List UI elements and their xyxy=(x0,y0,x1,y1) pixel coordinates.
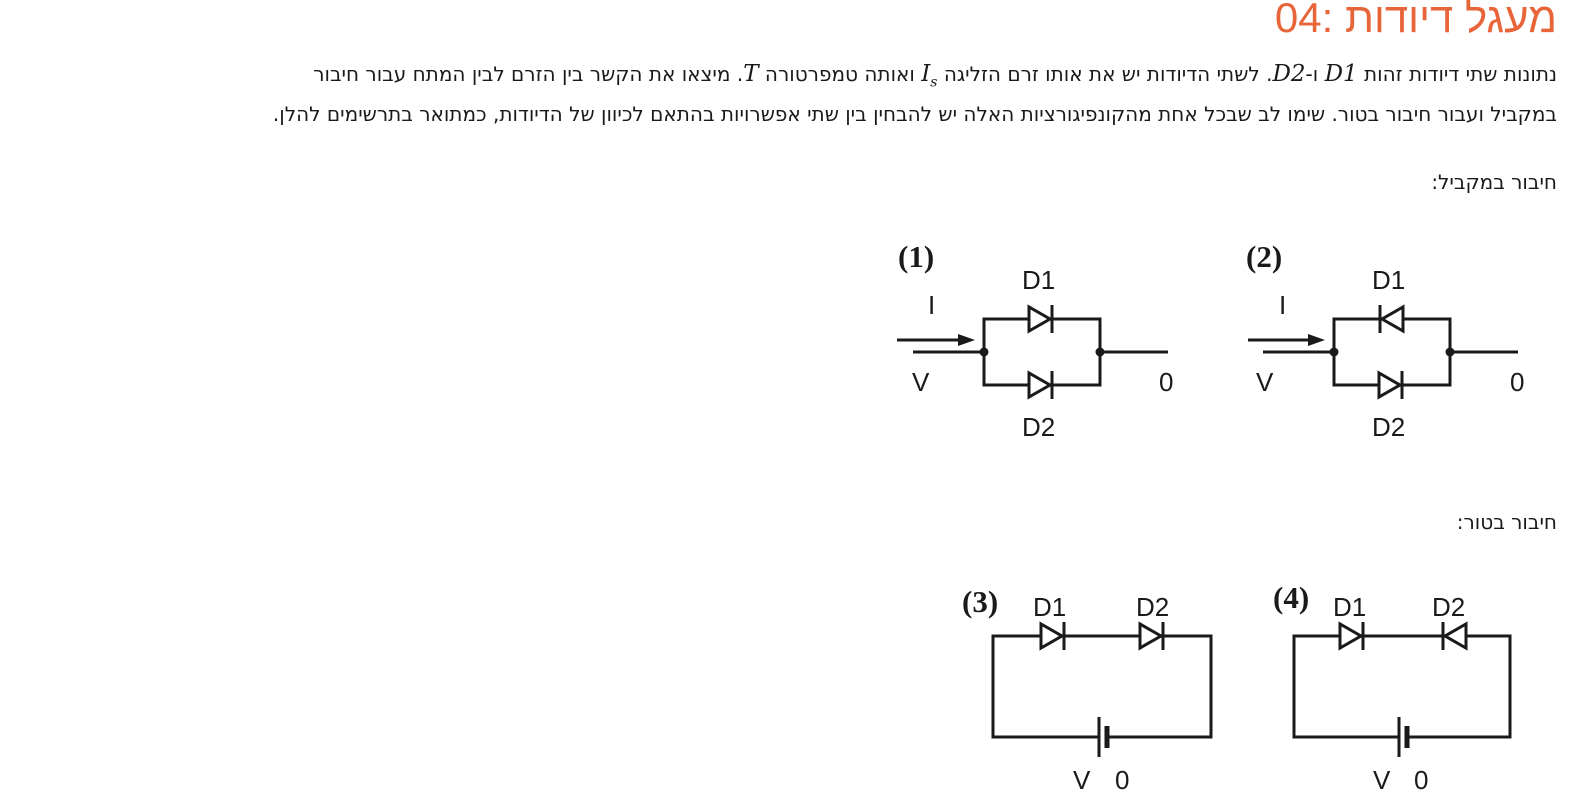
arrow-icon xyxy=(897,334,975,346)
circuit-number: (2) xyxy=(1246,239,1282,274)
diode-label-left: D1 xyxy=(1033,592,1066,622)
diode-icon xyxy=(1039,621,1066,651)
math-is-sub: s xyxy=(930,74,938,91)
text-segment: נתונות שתי דיודות זהות xyxy=(1357,62,1557,86)
diode-reversed-icon xyxy=(1441,621,1468,651)
diode-label-right: D2 xyxy=(1136,592,1169,622)
diode-icon xyxy=(1377,370,1404,400)
ground-label: 0 xyxy=(1159,367,1173,397)
voltage-label: V xyxy=(1256,367,1274,397)
diode-label-bottom: D2 xyxy=(1372,412,1405,442)
ground-label: 0 xyxy=(1115,765,1129,795)
circuit-number: (4) xyxy=(1273,580,1309,615)
circuit-number: (1) xyxy=(898,239,934,274)
circuit-2: (2) D1 I V 0 D2 xyxy=(1246,239,1524,442)
diode-icon xyxy=(1027,370,1054,400)
battery-icon xyxy=(1397,717,1410,757)
text-segment: ו- xyxy=(1305,62,1325,86)
diode-label-top: D1 xyxy=(1372,265,1405,295)
text-segment: . מיצאו את הקשר בין הזרם לבין המתח עבור … xyxy=(313,62,744,86)
loop-wire xyxy=(1292,634,1512,739)
diode-label-top: D1 xyxy=(1022,265,1055,295)
diode-icon xyxy=(1027,304,1054,334)
circuit-number: (3) xyxy=(962,584,998,619)
current-label: I xyxy=(928,290,935,320)
problem-line-1: נתונות שתי דיודות זהות D1 ו-D2. לשתי הדי… xyxy=(0,59,1557,99)
problem-statement: נתונות שתי דיודות זהות D1 ו-D2. לשתי הדי… xyxy=(0,59,1557,130)
circuit-3: (3) D1 D2 V 0 xyxy=(962,584,1213,795)
problem-line-2: במקביל ועבור חיבור בטור. שימו לב שבכל אח… xyxy=(272,101,1557,126)
ground-label: 0 xyxy=(1414,765,1428,795)
circuit-1: (1) D1 I V 0 D2 xyxy=(897,239,1173,442)
ground-label: 0 xyxy=(1510,367,1524,397)
parallel-section-label: חיבור במקביל: xyxy=(1431,170,1557,194)
arrow-icon xyxy=(1248,334,1325,346)
diode-icon xyxy=(1138,621,1165,651)
diode-icon xyxy=(1338,621,1365,651)
loop-wire xyxy=(991,634,1213,739)
voltage-label: V xyxy=(912,367,930,397)
text-segment: ואותה טמפרטורה xyxy=(758,62,922,86)
page-title: 04: מעגל דיודות xyxy=(1274,0,1557,41)
math-leakage-current: Is xyxy=(921,61,937,91)
diode-label-left: D1 xyxy=(1333,592,1366,622)
diode-reversed-icon xyxy=(1378,304,1405,334)
diode-label-right: D2 xyxy=(1432,592,1465,622)
diode-label-bottom: D2 xyxy=(1022,412,1055,442)
text-segment: . לשתי הדיודות יש את אותו זרם הזליגה xyxy=(937,62,1273,86)
math-d1: D1 xyxy=(1324,61,1358,87)
voltage-label: V xyxy=(1373,765,1391,795)
math-is-base: I xyxy=(921,61,931,87)
circuit-4: (4) D1 D2 V 0 xyxy=(1273,580,1512,795)
math-temperature: T xyxy=(743,61,759,87)
current-label: I xyxy=(1279,290,1286,320)
series-section-label: חיבור בטור: xyxy=(1456,510,1557,534)
voltage-label: V xyxy=(1073,765,1091,795)
math-d2: D2 xyxy=(1272,61,1306,87)
battery-icon xyxy=(1097,717,1110,757)
